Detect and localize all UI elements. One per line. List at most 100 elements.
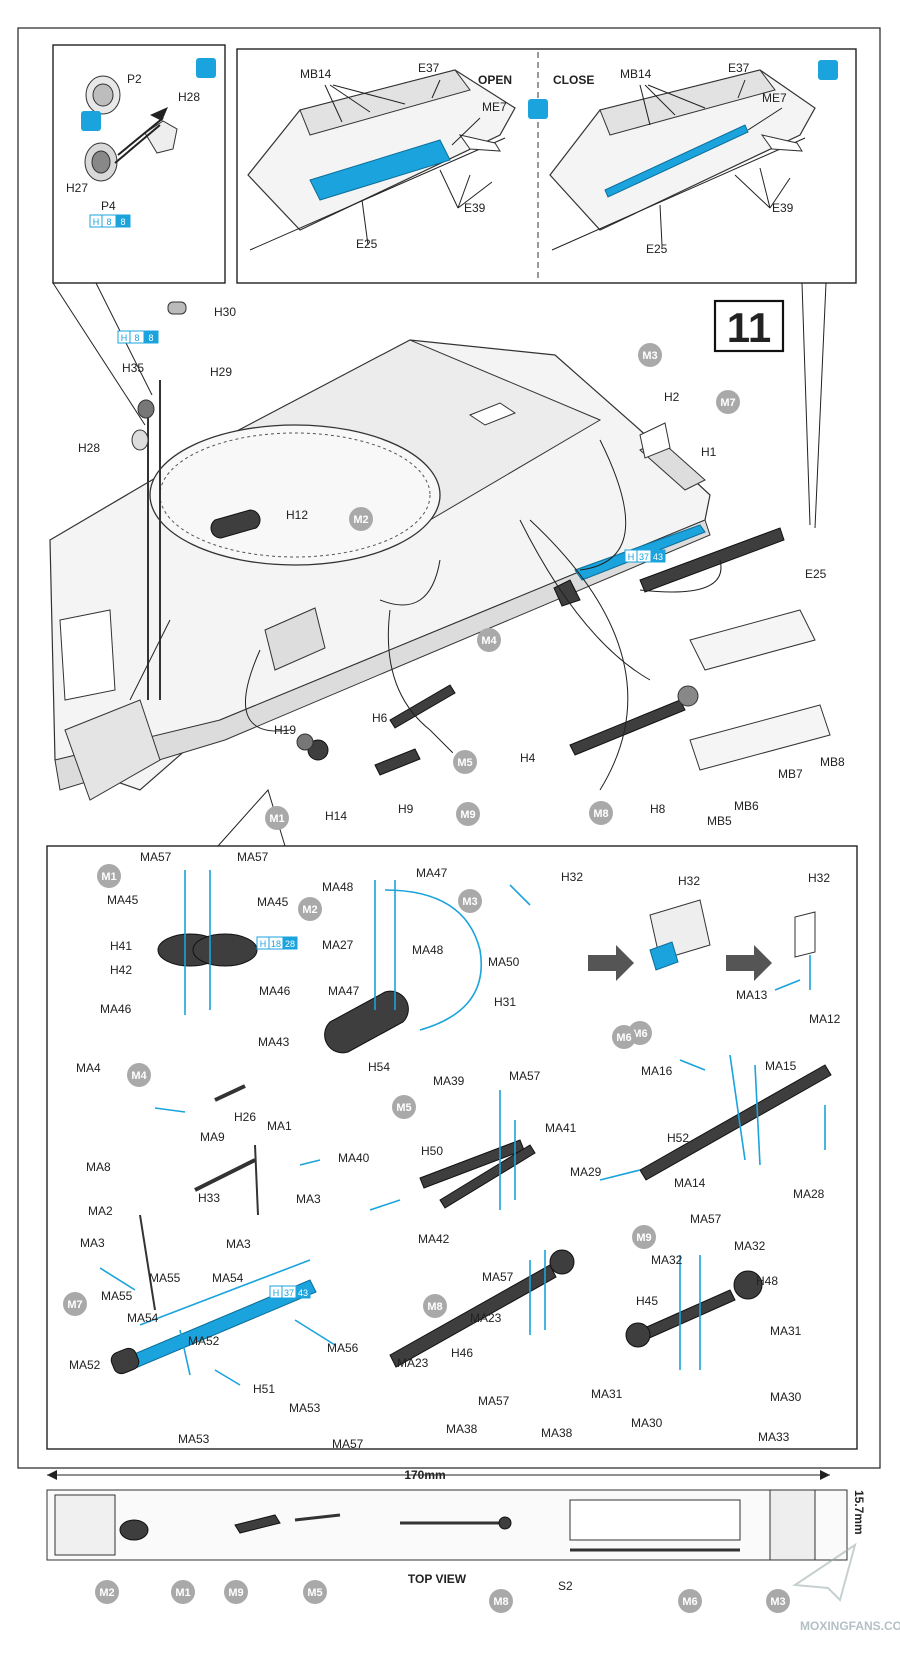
part-label: MA47 xyxy=(416,866,448,880)
part-label: H32 xyxy=(808,871,830,885)
badge-label: M3 xyxy=(770,1596,785,1608)
badge-label: M4 xyxy=(131,1070,147,1082)
badge-label: M5 xyxy=(396,1102,411,1114)
part-label: MA27 xyxy=(322,938,354,952)
part-label: H26 xyxy=(234,1110,256,1124)
state-open-label: OPEN xyxy=(478,73,512,87)
part-label: MA46 xyxy=(259,984,291,998)
badge-label: M2 xyxy=(353,514,368,526)
part-label: H12 xyxy=(286,508,308,522)
part-label: MA23 xyxy=(470,1311,502,1325)
part-label: MB5 xyxy=(707,814,732,828)
subassembly-badge: M9 xyxy=(456,802,480,826)
part-label: H4 xyxy=(520,751,536,765)
subassembly-badge: M1 xyxy=(97,864,121,888)
badge-label: M2 xyxy=(302,904,317,916)
part-label: MA57 xyxy=(478,1394,510,1408)
part-label: MA46 xyxy=(100,1002,132,1016)
leader-lines xyxy=(324,79,791,246)
part-label: MA48 xyxy=(322,880,354,894)
detail-drawings xyxy=(110,889,832,1375)
subassembly-badge: M5 xyxy=(392,1095,416,1119)
location-lines xyxy=(129,439,722,791)
part-label: MA13 xyxy=(736,988,768,1002)
part-label: MA28 xyxy=(793,1187,825,1201)
part-label: H32 xyxy=(561,870,583,884)
part-label: MA57 xyxy=(140,850,172,864)
part-label: MA45 xyxy=(257,895,289,909)
paint-brush-icon xyxy=(818,60,838,80)
subassembly-badge: M5 xyxy=(303,1580,327,1604)
inset-headlight xyxy=(52,44,226,284)
badge-label: M5 xyxy=(457,757,472,769)
paint-ref-text: H xyxy=(121,333,128,343)
step-number-box xyxy=(713,299,785,353)
part-label: H6 xyxy=(372,711,388,725)
part-label: MA39 xyxy=(433,1074,465,1088)
callout-line xyxy=(801,282,811,526)
part-label: MA15 xyxy=(765,1059,797,1073)
part-label: H1 xyxy=(701,445,717,459)
part-label: MB6 xyxy=(734,799,759,813)
part-label: MA57 xyxy=(482,1270,514,1284)
badge-label: M3 xyxy=(462,896,477,908)
part-label: MA57 xyxy=(509,1069,541,1083)
paint-ref-text: 43 xyxy=(298,1288,308,1298)
part-label: P4 xyxy=(101,199,116,213)
part-label: MA55 xyxy=(149,1271,181,1285)
glue-icon xyxy=(81,111,101,131)
subassembly-badge: M7 xyxy=(716,390,740,414)
badge-label: M6 xyxy=(682,1596,697,1608)
part-label: MA23 xyxy=(397,1356,429,1370)
part-label: MA42 xyxy=(418,1232,450,1246)
part-label: H14 xyxy=(325,809,347,823)
part-label: MA57 xyxy=(332,1437,364,1451)
paint-ref-text: 37 xyxy=(639,552,649,562)
part-label: H28 xyxy=(78,441,100,455)
paint-ref-text: 8 xyxy=(120,217,125,227)
part-label: MA32 xyxy=(651,1253,683,1267)
part-label: MA8 xyxy=(86,1160,111,1174)
subassembly-badge: M8 xyxy=(489,1589,513,1613)
close-cover-drawing xyxy=(549,69,816,251)
part-label: H28 xyxy=(178,90,200,104)
part-label: E37 xyxy=(728,61,750,75)
part-label: H45 xyxy=(636,1294,658,1308)
paint-ref-text: 28 xyxy=(285,939,295,949)
part-label: ME7 xyxy=(762,91,787,105)
headlight-parts xyxy=(84,75,178,182)
part-label: MA38 xyxy=(541,1426,573,1440)
assembly-arrows xyxy=(99,870,826,1386)
part-label: MA30 xyxy=(631,1416,663,1430)
subassembly-badge: M3 xyxy=(458,889,482,913)
part-label: H27 xyxy=(66,181,88,195)
part-label: H19 xyxy=(274,723,296,737)
part-label: MA52 xyxy=(69,1358,101,1372)
paint-ref-text: 43 xyxy=(653,552,663,562)
part-label: MA31 xyxy=(591,1387,623,1401)
part-label: H46 xyxy=(451,1346,473,1360)
badge-label: M8 xyxy=(593,808,608,820)
part-label: H41 xyxy=(110,939,132,953)
badge-label: M9 xyxy=(460,809,475,821)
part-label: H50 xyxy=(421,1144,443,1158)
badge-label: M1 xyxy=(101,871,116,883)
sheet-frame xyxy=(17,27,881,1469)
paint-brush-icon xyxy=(196,58,216,78)
badge-label: M4 xyxy=(481,635,497,647)
paint-ref-text: 8 xyxy=(106,217,111,227)
subassembly-badge: M1 xyxy=(265,806,289,830)
part-label: H8 xyxy=(650,802,666,816)
badge-label: M3 xyxy=(642,350,657,362)
subassembly-badge: M8 xyxy=(589,801,613,825)
badge-label: M9 xyxy=(636,1232,651,1244)
part-label: H54 xyxy=(368,1060,390,1074)
subassembly-badge: M3 xyxy=(638,343,662,367)
part-label: MA14 xyxy=(674,1176,706,1190)
part-label: H52 xyxy=(667,1131,689,1145)
part-label: MA53 xyxy=(289,1401,321,1415)
top-view-title: TOP VIEW xyxy=(408,1572,467,1586)
part-label: MA33 xyxy=(758,1430,790,1444)
